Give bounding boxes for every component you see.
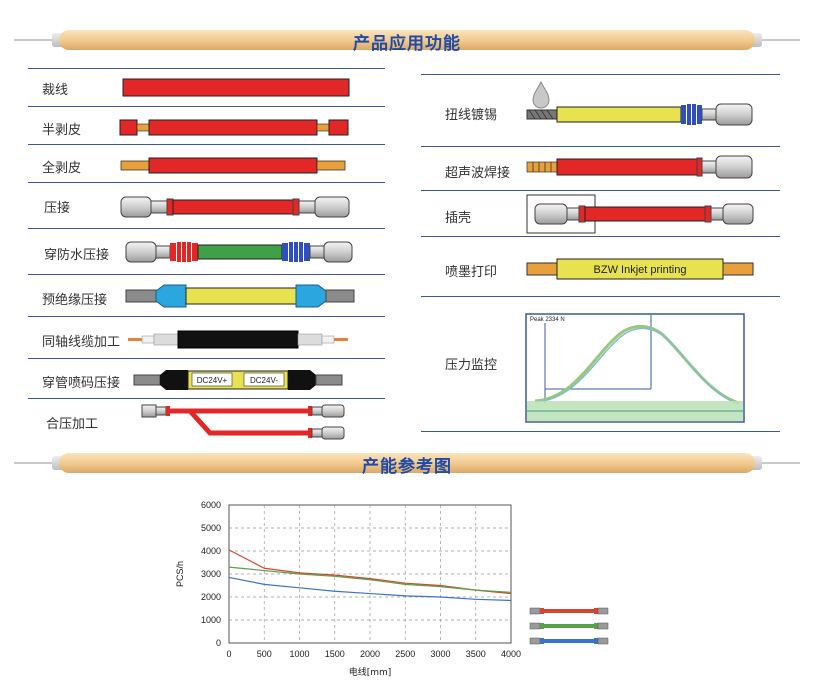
cut-wire-graphic <box>122 78 350 97</box>
inkjet-graphic: BZW Inkjet printing <box>526 258 754 280</box>
legend-seal <box>594 608 598 614</box>
item-label: 喷墨打印 <box>445 265 498 280</box>
legend-terminal <box>597 607 609 615</box>
y-tick-label: 6000 <box>201 500 221 510</box>
legend-wire <box>544 639 594 643</box>
list-item-inkjet: 喷墨打印 BZW Inkjet printing <box>421 236 780 297</box>
legend-cable-2 <box>529 622 609 630</box>
list-item-merge-crimp: 合压加工 <box>28 398 385 445</box>
y-axis-label: PCS/h <box>175 561 185 587</box>
y-tick-label: 4000 <box>201 546 221 556</box>
tube-print-graphic: DC24V+ DC24V- <box>133 370 343 390</box>
section-title: 产能参考图 <box>362 457 452 477</box>
chart-legend <box>529 607 609 645</box>
item-label: 插壳 <box>445 211 472 226</box>
legend-terminal <box>597 622 609 630</box>
item-label: 半剥皮 <box>42 123 82 138</box>
item-label: 合压加工 <box>46 417 99 432</box>
list-item-coax: 同轴线缆加工 <box>28 316 385 359</box>
housing-graphic <box>526 194 754 234</box>
x-tick-label: 4000 <box>501 649 521 659</box>
list-item-waterproof-crimp: 穿防水压接 <box>28 228 385 275</box>
item-label: 全剥皮 <box>42 161 82 176</box>
chart-axes: 0 1000 2000 3000 4000 5000 6000 0 500 1000 1500 200… <box>175 500 521 678</box>
item-label: 压力监控 <box>445 358 498 373</box>
coax-graphic <box>128 330 348 349</box>
series-line-2 <box>228 566 512 593</box>
legend-wire <box>544 624 594 628</box>
legend-seal <box>594 638 598 644</box>
legend-cable-3 <box>529 637 609 645</box>
y-tick-label: 2000 <box>201 592 221 602</box>
section-banner: 产能参考图 <box>14 451 800 477</box>
item-label: 穿管喷码压接 <box>42 376 121 391</box>
tube-text-minus: DC24V- <box>250 376 278 385</box>
header-banner: 产品应用功能 <box>14 28 800 54</box>
list-item-full-strip: 全剥皮 <box>28 144 385 183</box>
insulated-crimp-graphic <box>125 284 355 308</box>
y-tick-label: 5000 <box>201 523 221 533</box>
list-item-tube-print-crimp: 穿管喷码压接 DC24V+ DC24V- <box>28 358 385 399</box>
x-tick-label: 3500 <box>466 649 486 659</box>
list-item-half-strip: 半剥皮 <box>28 106 385 145</box>
item-label: 裁线 <box>42 83 69 98</box>
legend-wire <box>544 609 594 613</box>
list-item-insulated-crimp: 预绝缘压接 <box>28 274 385 317</box>
legend-terminal <box>529 637 541 645</box>
legend-seal <box>540 623 544 629</box>
item-label: 同轴线缆加工 <box>42 335 121 350</box>
x-tick-label: 500 <box>257 649 272 659</box>
x-tick-label: 1000 <box>289 649 309 659</box>
item-label: 穿防水压接 <box>44 248 110 263</box>
legend-terminal <box>529 622 541 630</box>
item-label: 超声波焊接 <box>445 166 511 181</box>
twist-tin-graphic <box>526 80 753 126</box>
list-item-twist-tin: 扭线镀锡 <box>421 74 780 147</box>
list-item-crimp: 压接 <box>28 182 385 229</box>
legend-terminal <box>529 607 541 615</box>
legend-terminal <box>597 637 609 645</box>
pressure-monitor-graphic: Peak 2334 N <box>525 313 745 423</box>
tube-text-plus: DC24V+ <box>197 376 228 385</box>
chart-series <box>228 549 512 602</box>
list-item-ultrasonic: 超声波焊接 <box>421 146 780 191</box>
capacity-chart: 0 1000 2000 3000 4000 5000 6000 0 500 1000 1500 200… <box>175 500 609 678</box>
banner-tube <box>59 453 755 473</box>
legend-seal <box>594 623 598 629</box>
item-label: 扭线镀锡 <box>445 108 498 123</box>
full-strip-graphic <box>120 157 346 174</box>
legend-cable-1 <box>529 607 609 615</box>
chart-grid <box>228 504 512 644</box>
list-item-housing: 插壳 <box>421 190 780 237</box>
item-label: 压接 <box>44 201 71 216</box>
x-axis-label: 电线[mm] <box>349 666 392 678</box>
x-tick-label: 2500 <box>395 649 415 659</box>
inkjet-text: BZW Inkjet printing <box>594 264 687 276</box>
x-tick-label: 0 <box>226 649 231 659</box>
ultrasonic-graphic <box>526 155 753 179</box>
half-strip-graphic <box>119 119 349 136</box>
list-item-cut: 裁线 <box>28 68 385 107</box>
waterproof-crimp-graphic <box>125 241 353 263</box>
y-tick-label: 3000 <box>201 569 221 579</box>
header-title: 产品应用功能 <box>353 34 461 54</box>
legend-seal <box>540 638 544 644</box>
crimp-graphic <box>120 196 350 218</box>
y-tick-label: 1000 <box>201 615 221 625</box>
banner-tube <box>59 30 755 50</box>
legend-seal <box>540 608 544 614</box>
x-tick-label: 1500 <box>325 649 345 659</box>
item-label: 预绝缘压接 <box>42 293 108 308</box>
list-item-pressure-monitor: 压力监控 Peak 2334 N <box>421 296 780 432</box>
merge-crimp-graphic <box>141 404 345 440</box>
series-line-3 <box>228 576 512 602</box>
y-tick-label: 0 <box>216 638 221 648</box>
x-tick-label: 2000 <box>360 649 380 659</box>
x-tick-label: 3000 <box>430 649 450 659</box>
peak-readout: Peak 2334 N <box>530 317 565 323</box>
